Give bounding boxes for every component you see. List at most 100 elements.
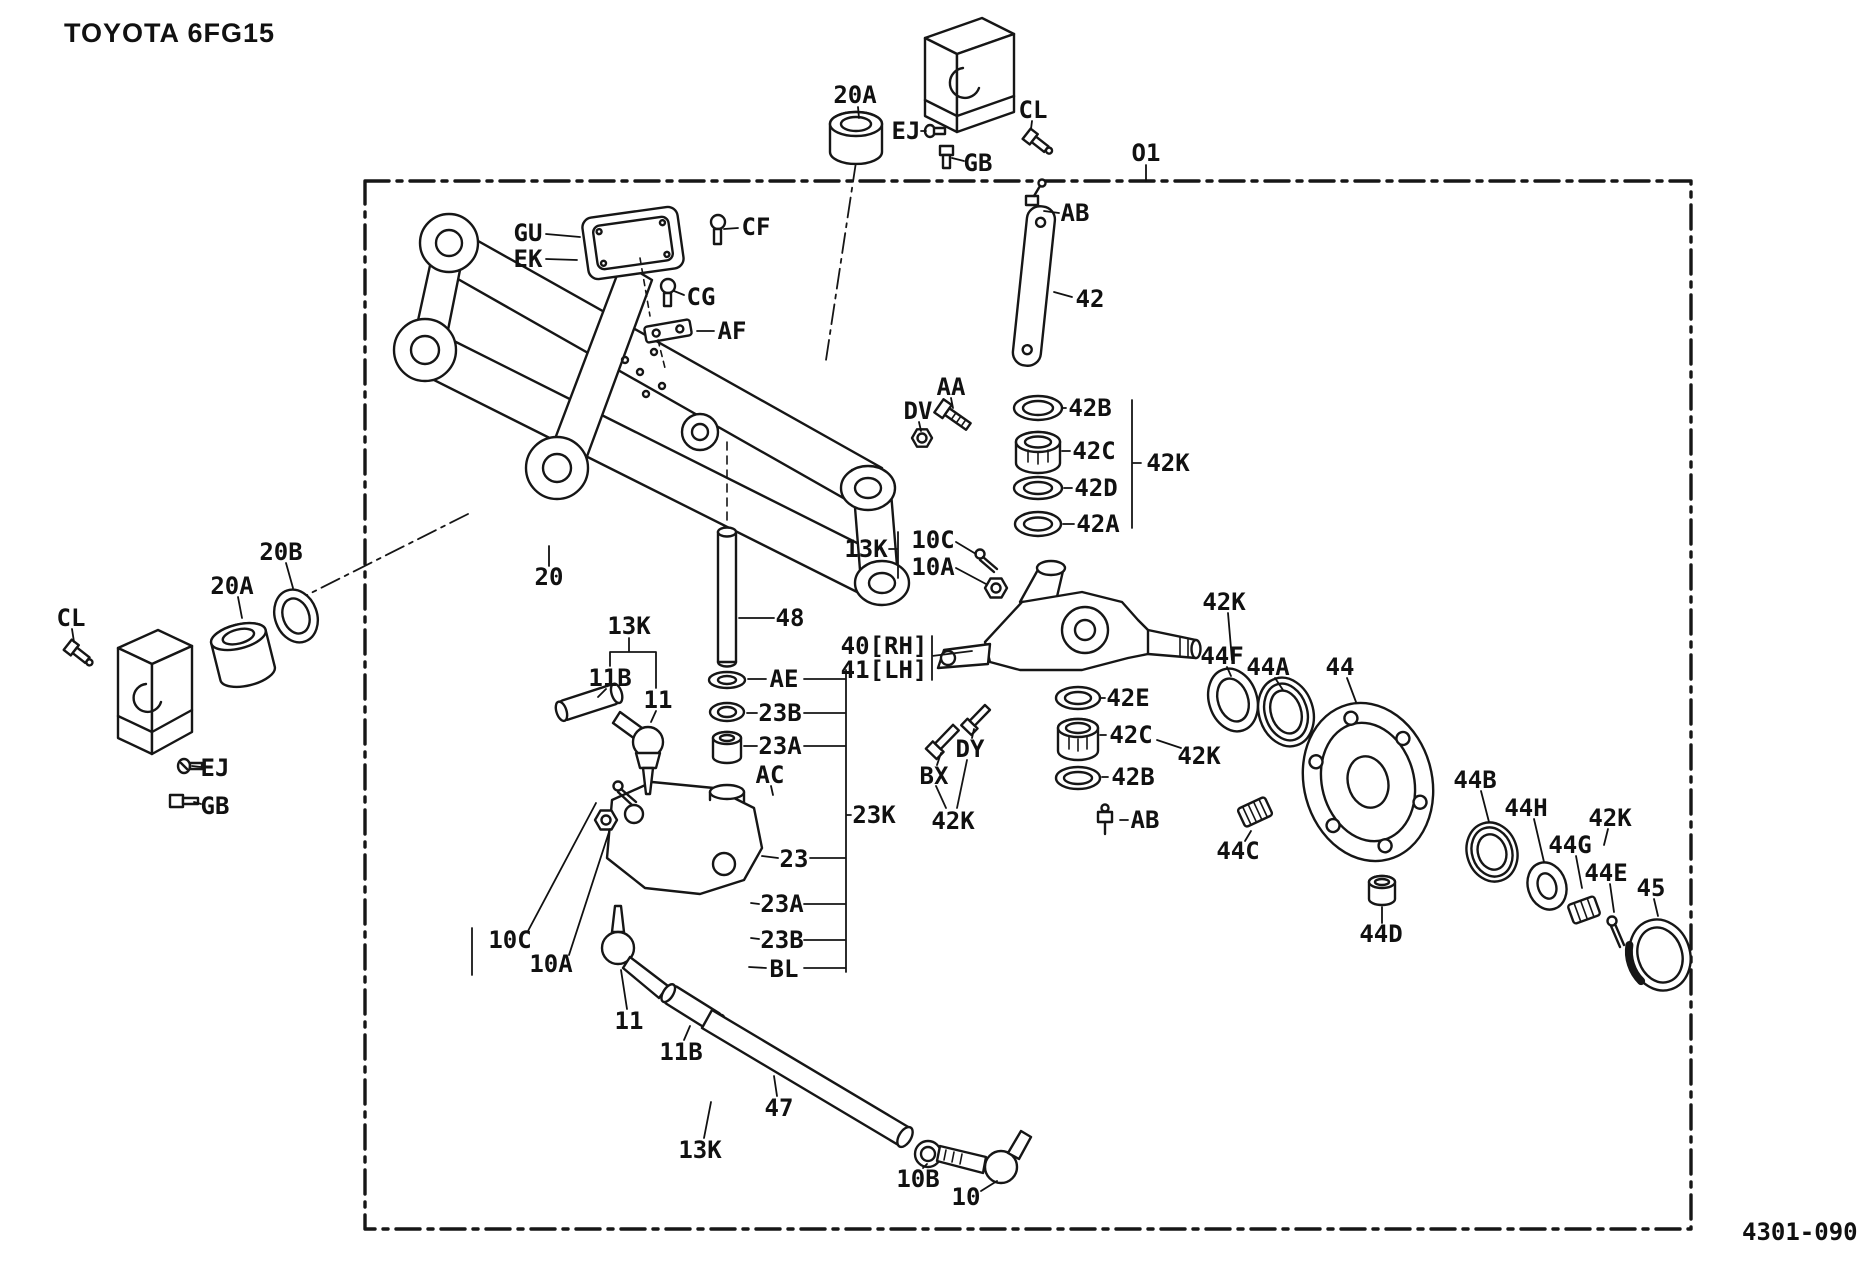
part-label-11: 11 bbox=[644, 686, 673, 714]
cylinder-block-left bbox=[116, 628, 194, 756]
part-label-44: 44 bbox=[1326, 653, 1355, 681]
leader-line bbox=[597, 688, 607, 698]
part-label-BL: BL bbox=[770, 955, 799, 983]
fitting-cl-top bbox=[1021, 127, 1054, 155]
leader-line bbox=[955, 541, 977, 555]
leader-line bbox=[1603, 828, 1609, 846]
part-label-42K: 42K bbox=[1177, 742, 1221, 770]
seal-44f bbox=[1206, 667, 1260, 733]
king-pin-48 bbox=[716, 441, 738, 668]
part-label-GU: GU bbox=[514, 219, 543, 247]
castle-nut-upper bbox=[593, 809, 619, 831]
cap-45 bbox=[1624, 918, 1692, 992]
part-label-20A: 20A bbox=[833, 81, 877, 109]
part-label-DY: DY bbox=[956, 735, 985, 763]
part-label-23A: 23A bbox=[758, 732, 802, 760]
cotter-pin-upper bbox=[612, 780, 638, 807]
part-label-44E: 44E bbox=[1584, 859, 1627, 887]
bearing-23b-upper bbox=[708, 701, 746, 723]
leader-line bbox=[918, 421, 922, 432]
tie-rod-47 bbox=[700, 1008, 914, 1149]
part-label-42K: 42K bbox=[1202, 588, 1246, 616]
leader-line bbox=[951, 157, 965, 162]
part-label-13K: 13K bbox=[678, 1136, 722, 1164]
bushing-20a-top bbox=[828, 110, 884, 166]
part-label-45: 45 bbox=[1637, 874, 1666, 902]
leader-line bbox=[1653, 898, 1659, 917]
leader-line bbox=[673, 290, 685, 296]
hidden-lines bbox=[639, 257, 667, 373]
part-label-CG: CG bbox=[687, 283, 716, 311]
part-label-10B: 10B bbox=[896, 1165, 939, 1193]
plate-af bbox=[643, 318, 693, 344]
figure-number: 4301-090 bbox=[1742, 1218, 1858, 1246]
part-label-44D: 44D bbox=[1359, 920, 1402, 948]
leader-line bbox=[71, 628, 75, 643]
leader-line bbox=[980, 1180, 998, 1192]
part-label-10C: 10C bbox=[911, 526, 954, 554]
part-label-44G: 44G bbox=[1548, 831, 1591, 859]
part-label-23A: 23A bbox=[760, 890, 804, 918]
leader-line bbox=[620, 969, 628, 1010]
beam-cover bbox=[581, 205, 727, 399]
bearing-stack-upper bbox=[1012, 394, 1064, 538]
part-label-13K: 13K bbox=[844, 535, 888, 563]
fitting-ab-top bbox=[1024, 178, 1047, 207]
part-label-42C: 42C bbox=[1109, 721, 1152, 749]
tie-rod-end-11-upper bbox=[554, 682, 665, 796]
bushing-20a-left bbox=[209, 621, 277, 689]
fitting-ab-lower bbox=[1096, 803, 1114, 836]
leader-line bbox=[545, 258, 578, 261]
leader-line bbox=[857, 106, 860, 119]
leader-line bbox=[1274, 677, 1284, 691]
part-label-11B: 11B bbox=[588, 664, 631, 692]
bolt-cf bbox=[709, 213, 727, 246]
leader-line bbox=[703, 1101, 712, 1139]
leader-line bbox=[922, 1163, 928, 1169]
bolt-gb-top bbox=[938, 144, 955, 170]
part-label-40[RH]: 40[RH] bbox=[841, 632, 928, 660]
part-label-AC: AC bbox=[756, 761, 785, 789]
leader-line bbox=[936, 752, 942, 766]
leader-line bbox=[1156, 739, 1182, 749]
fitting-cl-left bbox=[62, 638, 94, 667]
part-label-42D: 42D bbox=[1074, 474, 1117, 502]
part-label-42B: 42B bbox=[1068, 394, 1111, 422]
bolt-dy bbox=[960, 703, 992, 737]
part-label-42K: 42K bbox=[1588, 804, 1632, 832]
callout-brackets bbox=[471, 399, 1142, 976]
leader-line bbox=[955, 567, 987, 585]
part-label-10A: 10A bbox=[529, 950, 573, 978]
part-label-GB: GB bbox=[201, 792, 230, 820]
part-label-EJ: EJ bbox=[201, 754, 230, 782]
leader-line bbox=[748, 966, 767, 969]
nut-44g bbox=[1567, 895, 1601, 925]
part-label-BX: BX bbox=[920, 762, 949, 790]
leader-line bbox=[1346, 677, 1357, 703]
leader-line bbox=[1043, 210, 1060, 214]
part-label-48: 48 bbox=[776, 604, 805, 632]
part-label-44A: 44A bbox=[1246, 653, 1290, 681]
screw-ej-top bbox=[923, 123, 947, 139]
part-label-42E: 42E bbox=[1106, 684, 1149, 712]
leader-line bbox=[750, 902, 760, 905]
washer-ae bbox=[707, 670, 747, 690]
part-label-DV: DV bbox=[904, 397, 933, 425]
bearing-44a bbox=[1256, 676, 1316, 748]
washer-44h bbox=[1526, 861, 1568, 911]
part-label-44H: 44H bbox=[1504, 794, 1547, 822]
part-label-AA: AA bbox=[937, 373, 966, 401]
leader-line bbox=[527, 802, 597, 932]
part-label-AF: AF bbox=[718, 317, 747, 345]
part-label-10C: 10C bbox=[488, 926, 531, 954]
axle-beam bbox=[392, 212, 911, 607]
part-label-10: 10 bbox=[952, 1183, 981, 1211]
hub-assembly bbox=[1206, 667, 1692, 992]
part-label-23B: 23B bbox=[758, 699, 801, 727]
leader-line bbox=[1244, 830, 1252, 842]
nut-44d bbox=[1367, 874, 1397, 907]
nut-10b bbox=[913, 1139, 943, 1169]
part-label-44F: 44F bbox=[1200, 642, 1243, 670]
part-label-42A: 42A bbox=[1076, 510, 1120, 538]
